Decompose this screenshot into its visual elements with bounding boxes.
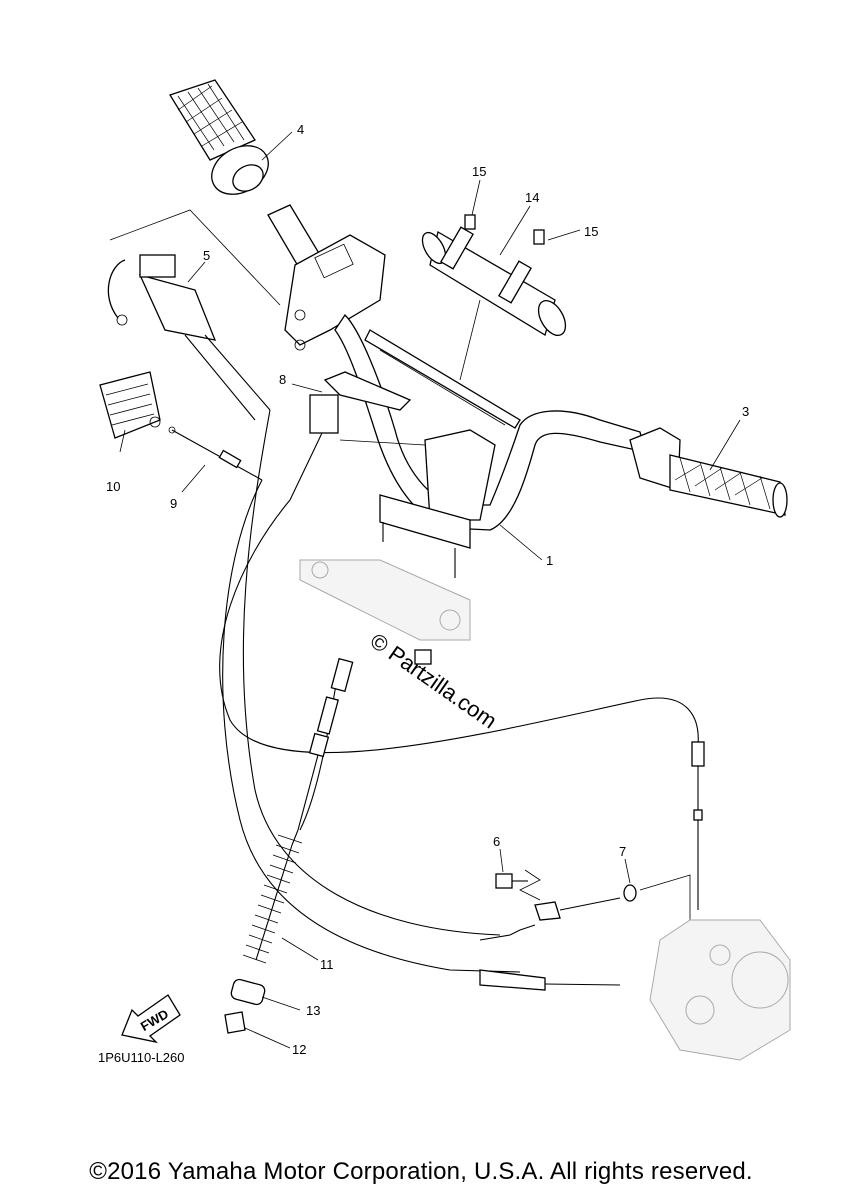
cable-adjuster-top [289, 371, 412, 501]
part-label-15-top: 15 [472, 164, 486, 179]
part-label-7: 7 [619, 844, 626, 859]
part-label-15-right: 15 [584, 224, 598, 239]
part-label-8: 8 [279, 372, 286, 387]
fwd-arrow-icon: FWD [121, 994, 181, 1044]
o-ring [623, 884, 637, 902]
part-label-6: 6 [493, 834, 500, 849]
drawing-code: 1P6U110-L260 [98, 1050, 185, 1065]
short-cable [168, 426, 263, 481]
bolt [495, 873, 528, 889]
left-grip-throttle [169, 79, 321, 267]
part-label-9: 9 [170, 496, 177, 511]
part-label-4: 4 [297, 122, 304, 137]
brake-lever-assembly [107, 254, 271, 421]
nut [414, 649, 432, 665]
part-label-14: 14 [525, 190, 539, 205]
part-label-3: 3 [742, 404, 749, 419]
callout-leaders [119, 131, 741, 1049]
lower-cable-adjusters [479, 897, 621, 991]
assembly-lines [109, 209, 481, 446]
cable-end-right [691, 741, 705, 910]
part-labels: 4 5 8 10 9 15 14 15 3 1 6 7 11 13 12 [106, 122, 749, 1057]
handlebar-pad [421, 214, 567, 336]
upper-bracket [299, 559, 471, 641]
part-label-10: 10 [106, 479, 120, 494]
part-label-12: 12 [292, 1042, 306, 1057]
switch-unit [99, 371, 161, 439]
part-label-13: 13 [306, 1003, 320, 1018]
switch-housing [284, 234, 386, 351]
copyright-footer: ©2016 Yamaha Motor Corporation, U.S.A. A… [89, 1158, 753, 1185]
handlebar-holder [379, 429, 496, 578]
spring-cable [242, 657, 354, 964]
part-label-5: 5 [203, 248, 210, 263]
part-label-1: 1 [546, 553, 553, 568]
right-grip [629, 427, 788, 518]
part-label-11: 11 [320, 957, 334, 972]
cables [219, 409, 699, 973]
carburetor [649, 919, 791, 1061]
cable-cap-and-nut [224, 978, 266, 1034]
